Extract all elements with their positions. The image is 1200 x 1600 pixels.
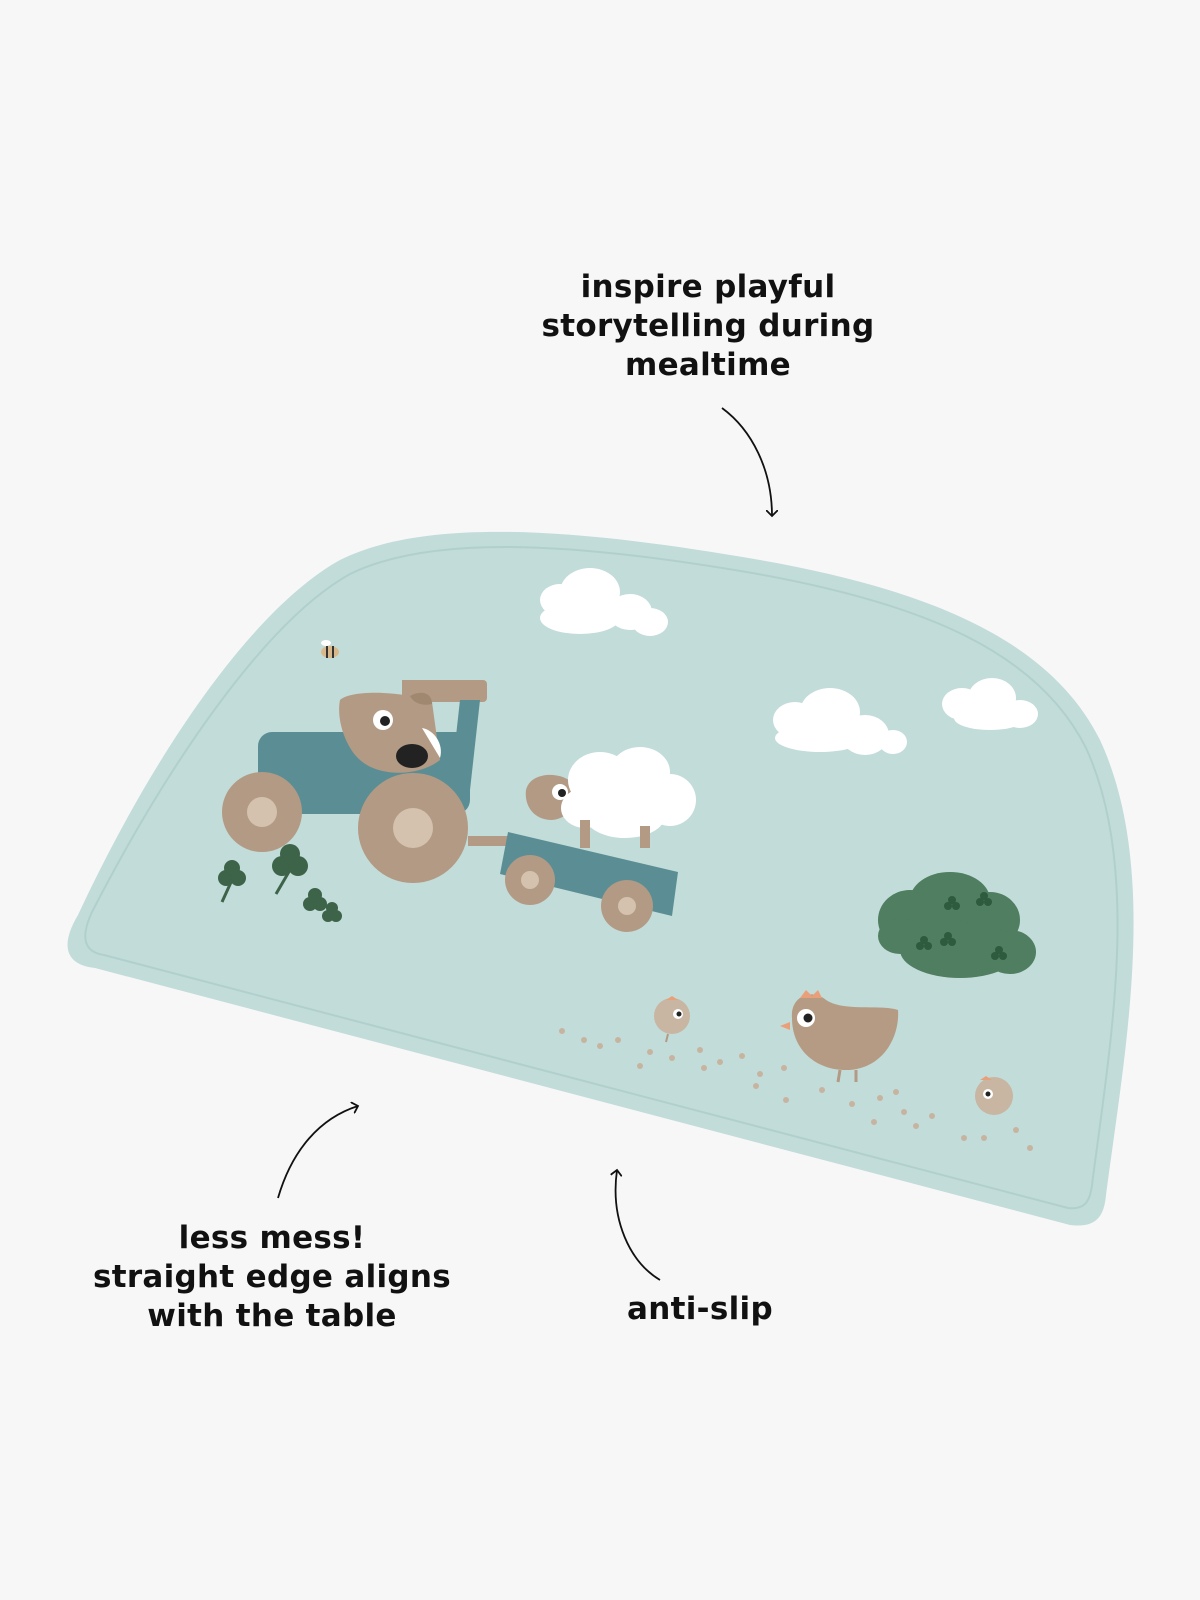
wheel (601, 880, 653, 932)
callout-line: inspire playful (580, 269, 836, 305)
callout-line: mealtime (624, 347, 792, 383)
chick-icon (975, 1076, 1013, 1115)
callout-storytelling: inspire playful storytelling during meal… (508, 268, 908, 385)
clover-icon (303, 888, 342, 922)
dog-icon (339, 692, 441, 773)
clover-icon (272, 844, 308, 895)
tractor-icon (222, 680, 487, 883)
cloud-icon (540, 568, 668, 636)
cloud-icon (773, 688, 907, 755)
callout-line: storytelling during (541, 308, 875, 344)
wheel (222, 772, 302, 852)
callout-less-mess: less mess! straight edge aligns with the… (72, 1219, 472, 1336)
wheel (505, 855, 555, 905)
bee-icon (321, 640, 339, 658)
placemat-inner-rim (84, 545, 1119, 1210)
callout-line: straight edge aligns (92, 1259, 452, 1295)
tractor-hitch (468, 836, 508, 846)
callout-line: with the table (147, 1298, 397, 1334)
callout-anti-slip: anti-slip (560, 1290, 840, 1329)
seed-dots (559, 1028, 1033, 1151)
hen-icon (780, 990, 899, 1083)
arrow-icon (277, 1106, 358, 1199)
trailer-icon (500, 747, 696, 932)
clover-icon (218, 860, 246, 903)
wheel (358, 773, 468, 883)
arrow-icon (616, 1170, 661, 1281)
arrow-icon (721, 407, 772, 516)
chick-icon (654, 996, 690, 1043)
callout-line: anti-slip (627, 1291, 773, 1327)
callout-line: less mess! (178, 1220, 366, 1256)
sheep-icon (525, 747, 696, 848)
cloud-icon (942, 678, 1038, 730)
bush-icon (878, 872, 1036, 978)
